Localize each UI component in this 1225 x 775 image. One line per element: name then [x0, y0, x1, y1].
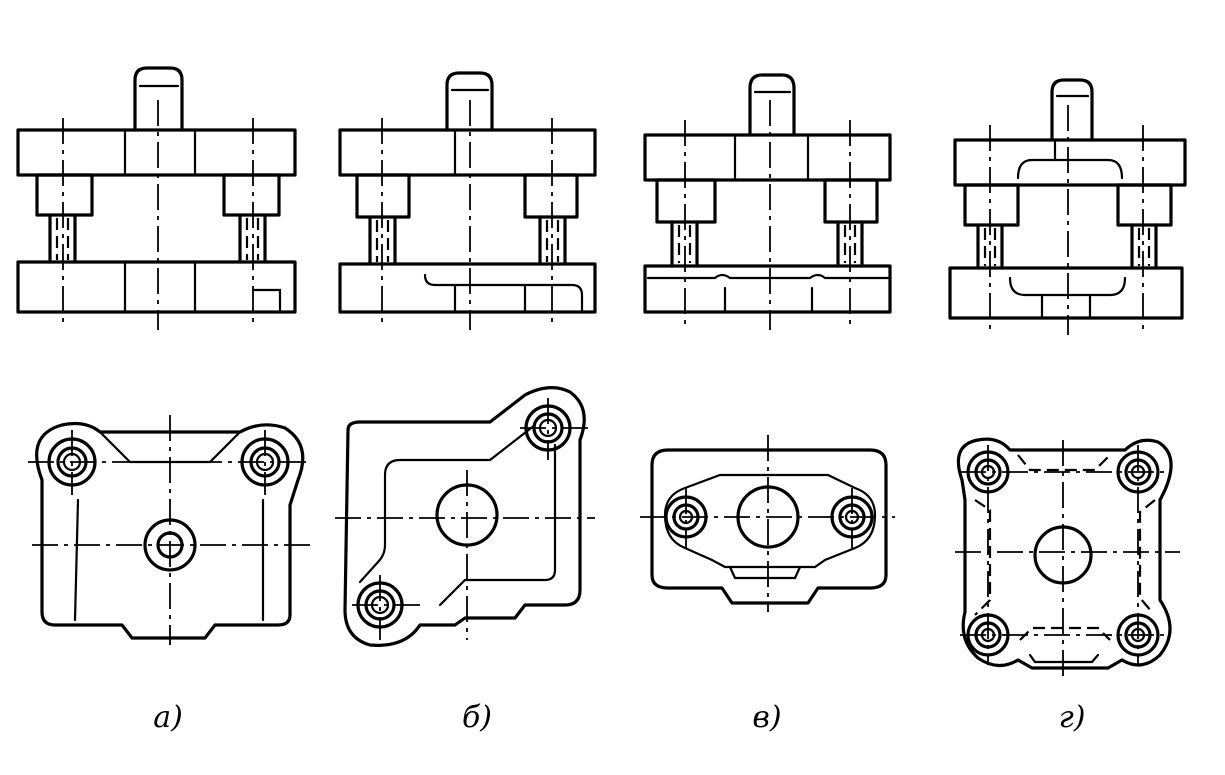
variant-b-plan-view: [335, 386, 595, 647]
variant-a-front-view: [16, 66, 297, 330]
variant-v-plan-view: [640, 435, 895, 612]
label-variant-g: г): [1058, 700, 1086, 735]
label-variant-a: а): [153, 700, 183, 735]
variant-a-plan-view: [28, 415, 312, 645]
label-variant-v: в): [752, 700, 782, 735]
variant-v-front-view: [643, 73, 892, 330]
label-variant-b: б): [461, 700, 492, 735]
variant-g-front-view: [948, 78, 1187, 335]
variant-b-front-view: [338, 71, 597, 330]
variant-g-plan-view: [955, 437, 1180, 680]
